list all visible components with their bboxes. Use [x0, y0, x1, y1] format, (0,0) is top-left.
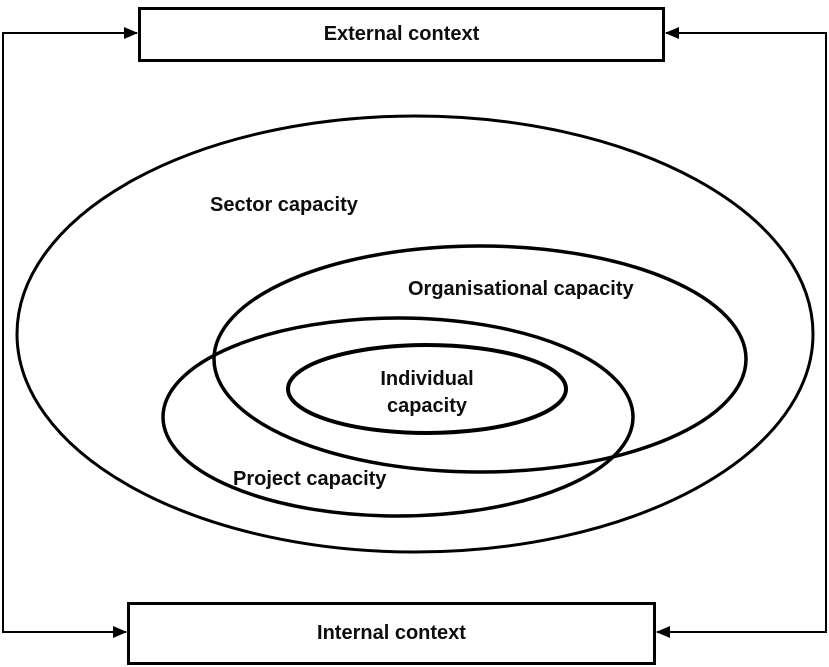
internal-context-box: Internal context	[127, 602, 656, 665]
individual-capacity-ellipse	[286, 343, 568, 435]
project-capacity-ellipse	[161, 316, 635, 518]
sector-capacity-ellipse	[15, 114, 815, 554]
internal-context-label: Internal context	[317, 622, 466, 644]
individual-capacity-label: Individual capacity	[380, 368, 474, 417]
sector-capacity-label: Sector capacity	[210, 194, 358, 216]
external-context-box: External context	[138, 7, 665, 62]
external-context-label: External context	[323, 23, 480, 45]
project-capacity-label: Project capacity	[233, 468, 387, 490]
organisational-capacity-ellipse	[212, 244, 748, 474]
organisational-capacity-label: Organisational capacity	[408, 278, 634, 300]
